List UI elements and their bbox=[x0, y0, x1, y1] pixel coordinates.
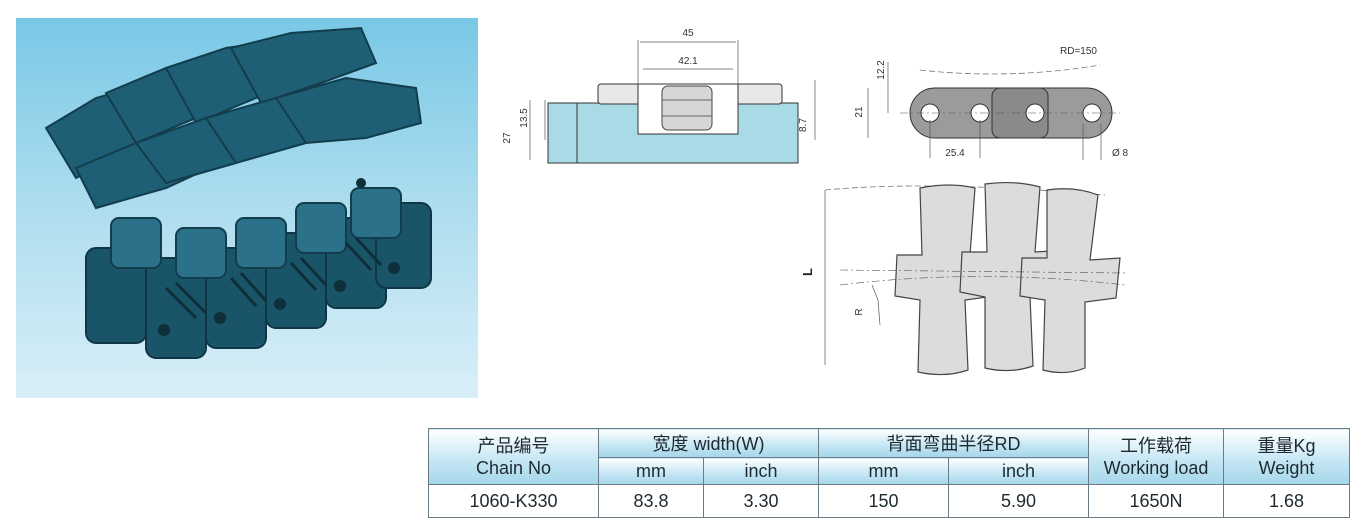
header-chain-no: 产品编号 Chain No bbox=[428, 428, 599, 485]
top-view: L R bbox=[800, 181, 1126, 376]
header-width-inch: inch bbox=[703, 457, 819, 485]
table-subheader-row: mm inch mm inch bbox=[429, 457, 1350, 485]
header-rd: 背面弯曲半径RD bbox=[818, 428, 1089, 458]
cell-width-mm: 83.8 bbox=[598, 484, 704, 518]
link-view: RD=150 12.2 21 25.4 Ø 8 bbox=[854, 46, 1129, 160]
cell-weight: 1.68 bbox=[1223, 484, 1350, 518]
dim-21: 21 bbox=[854, 106, 865, 118]
dim-8-7: 8.7 bbox=[798, 118, 809, 132]
dim-R: R bbox=[854, 308, 865, 315]
table-row: 1060-K330 83.8 3.30 150 5.90 1650N 1.68 bbox=[428, 484, 1350, 518]
dim-13-5: 13.5 bbox=[519, 108, 530, 128]
plastic-chain-photo-icon bbox=[44, 26, 432, 359]
dim-45: 45 bbox=[682, 28, 694, 39]
header-weight: 重量Kg Weight bbox=[1223, 428, 1350, 485]
cell-chain-no: 1060-K330 bbox=[428, 484, 599, 518]
dim-42-1: 42.1 bbox=[678, 56, 698, 67]
cell-load: 1650N bbox=[1088, 484, 1224, 518]
cell-rd-inch: 5.90 bbox=[948, 484, 1089, 518]
dim-rd: RD=150 bbox=[1060, 46, 1097, 57]
dim-d8: Ø 8 bbox=[1112, 148, 1129, 159]
dim-25-4: 25.4 bbox=[945, 148, 965, 159]
header-width: 宽度 width(W) bbox=[598, 428, 819, 458]
dim-12-2: 12.2 bbox=[876, 60, 887, 80]
side-view: 45 42.1 27 13.5 8.7 bbox=[502, 28, 816, 164]
spec-table: 产品编号 Chain No 宽度 width(W) 背面弯曲半径RD 工作载荷 … bbox=[428, 428, 1350, 518]
cell-rd-mm: 150 bbox=[818, 484, 949, 518]
product-photo bbox=[16, 18, 478, 398]
technical-drawing: 45 42.1 27 13.5 8.7 RD=150 12.2 21 25.4 … bbox=[502, 28, 1129, 376]
dim-27: 27 bbox=[502, 132, 513, 144]
header-rd-inch: inch bbox=[948, 457, 1089, 485]
header-width-mm: mm bbox=[598, 457, 704, 485]
header-rd-mm: mm bbox=[818, 457, 949, 485]
dim-L: L bbox=[800, 268, 815, 276]
table-header-row: 产品编号 Chain No 宽度 width(W) 背面弯曲半径RD 工作载荷 … bbox=[428, 428, 1350, 485]
cell-width-inch: 3.30 bbox=[703, 484, 819, 518]
header-load: 工作载荷 Working load bbox=[1088, 428, 1224, 485]
